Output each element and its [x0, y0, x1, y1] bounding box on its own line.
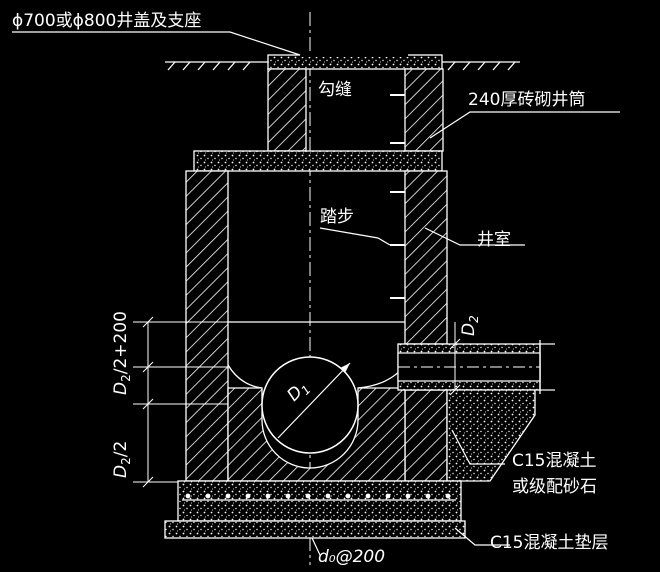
chamber-wall-right-lower: [404, 389, 448, 482]
rebar-dots: [185, 493, 451, 499]
label-shaft: 240厚砖砌井筒: [468, 90, 585, 110]
label-concrete-line1: C15混凝土: [512, 451, 597, 471]
cover-slab: [193, 150, 443, 172]
svg-text:D2/2: D2/2: [111, 441, 133, 478]
leader-lines: [12, 31, 620, 556]
cushion-layer: [164, 520, 466, 539]
label-concrete-line2: 或级配砂石: [512, 477, 597, 497]
label-cushion: C15混凝土垫层: [490, 533, 609, 553]
chamber-wall-right: [404, 170, 448, 345]
label-joint: 勾缝: [318, 80, 352, 100]
label-d2-right: D2: [459, 315, 481, 336]
cover-seat: [267, 54, 443, 70]
label-dim-lower: D2/2: [111, 441, 133, 478]
dimension-lines: [133, 316, 461, 488]
concrete-fill: [446, 389, 536, 482]
shaft-wall-left: [267, 68, 307, 152]
base-slab: [177, 480, 462, 522]
label-step: 踏步: [320, 207, 354, 227]
label-cover: ϕ700或ϕ800井盖及支座: [12, 11, 201, 31]
label-dim-upper: D2/2+200: [111, 311, 133, 395]
outlet-pipe: [397, 340, 555, 394]
bench: [227, 387, 406, 482]
label-chamber: 井室: [477, 230, 511, 250]
svg-text:D2: D2: [459, 315, 481, 336]
chamber-wall-left: [185, 170, 229, 482]
label-rebar: d₀@200: [318, 547, 385, 567]
ladder-steps: [390, 94, 405, 299]
svg-text:D2/2+200: D2/2+200: [111, 311, 133, 395]
shaft-wall-right: [404, 68, 444, 152]
